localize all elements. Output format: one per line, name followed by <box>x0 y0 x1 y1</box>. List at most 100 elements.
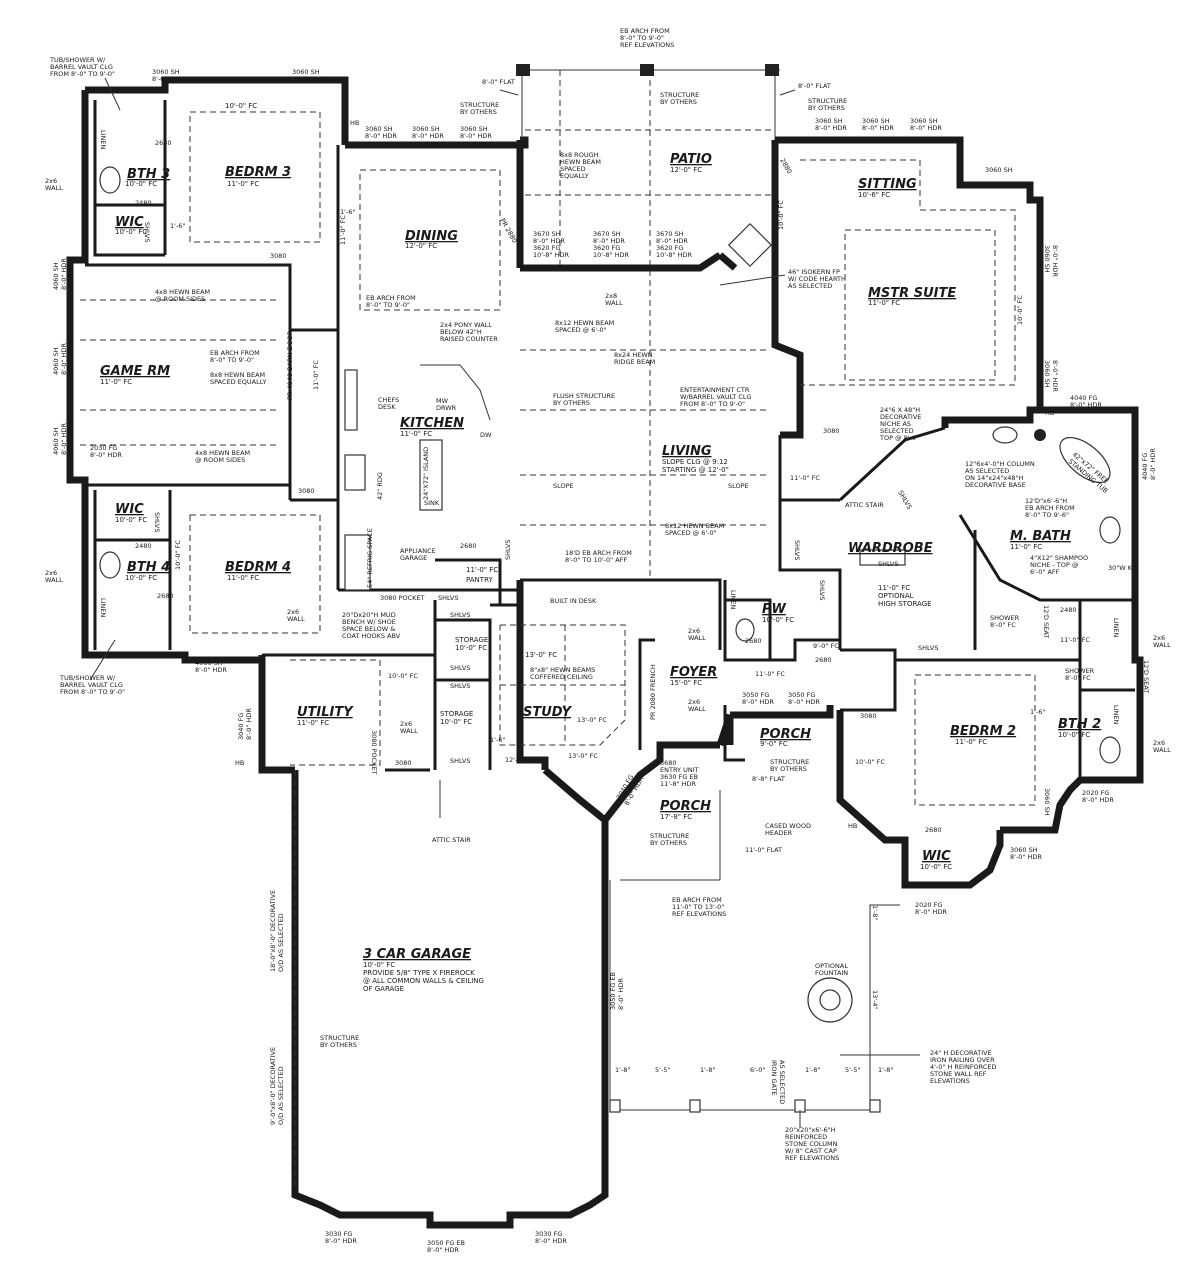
rough-beam-4: EQUALLY <box>560 172 589 180</box>
isokern-1: 46" ISOKERN FP <box>788 268 840 276</box>
room-bedrm2: BEDRM 2 <box>950 724 1016 739</box>
room-pw-size: 10'-0" FC <box>762 616 794 624</box>
ceiling-beams <box>80 70 1036 1190</box>
room-porch1-size: 9'-0" FC <box>760 740 788 748</box>
win-3670-c-1: 3670 SH <box>656 230 684 238</box>
island: 24"X72" ISLAND <box>422 447 430 500</box>
door-3080-c: 3080 <box>395 759 412 767</box>
study-beam-2: COFFERED CEILING <box>530 673 593 681</box>
win-2020-b-2: 8'-0" HDR <box>915 908 947 916</box>
win-2030-2: 8'-0" HDR <box>90 451 122 459</box>
win-4060-d-1: 4060 SH <box>195 659 223 667</box>
dim-utility: 10'-0" FC <box>388 672 418 680</box>
room-wic-a: WIC <box>115 215 144 230</box>
dim-5-5-b: 5'-5" <box>845 1066 860 1074</box>
room-foyer-size: 15'-0" FC <box>670 679 702 687</box>
flush-2: BY OTHERS <box>553 399 590 407</box>
room-pantry: PANTRY <box>466 576 493 584</box>
niche-3: NICHE AS <box>880 420 911 428</box>
room-wic-b: WIC <box>115 502 144 517</box>
garage-note-2: @ ALL COMMON WALLS & CEILING <box>363 977 484 985</box>
shlvs-d: SHLVS <box>450 611 471 619</box>
struct-garage-1: STRUCTURE <box>320 1034 359 1042</box>
refrig: 54" REFRIG SPACE <box>366 528 374 588</box>
wall-2x8-1: 2x8 <box>605 292 617 300</box>
mw-1: MW <box>436 397 449 405</box>
game-bot-1: 4x8 HEWN BEAM <box>195 449 250 457</box>
room-pantry-size: 11'-0" FC <box>466 566 498 574</box>
living-beam-2: SPACED @ 6'-0" <box>665 529 717 537</box>
struct-porch-2: BY OTHERS <box>770 765 807 773</box>
door-2680-f: 2680 <box>925 826 942 834</box>
room-bedrm2-size: 11'-0" FC <box>955 738 987 746</box>
win-4060-b-2: 8'-0" HDR <box>60 343 68 375</box>
win-3060-m-2: 8'-0" HDR <box>1010 853 1042 861</box>
ridge-2: RIDGE BEAM <box>614 358 655 366</box>
rough-beam-1: 8x8 ROUGH <box>560 151 599 159</box>
room-garage: 3 CAR GARAGE <box>363 947 471 962</box>
room-dining-size: 12'-0" FC <box>405 242 437 250</box>
iron-5: ELEVATIONS <box>930 1077 970 1085</box>
cased-2: HEADER <box>765 829 793 837</box>
hb-d: HB <box>1045 409 1054 417</box>
win-3060-g-2: 8'-0" HDR <box>862 124 894 132</box>
mud-2: BENCH W/ SHOE <box>342 618 396 626</box>
win-4060-c-1: 4060 SH <box>52 427 60 455</box>
room-study-size: 13'-0" FC <box>525 651 557 659</box>
garage-door-1a: 18'-0"x8'-0" DECORATIVE <box>269 890 277 972</box>
shower-a-2: 8'-0" FC <box>990 621 1016 629</box>
room-wic-a-size: 10'-0" FC <box>115 228 147 236</box>
shlvs-b: SHLVS <box>153 512 161 533</box>
rough-beam-3: SPACED <box>560 165 586 173</box>
mbath-arch-2: EB ARCH FROM <box>1025 504 1075 512</box>
room-wardrobe-size2: OPTIONAL <box>878 592 914 600</box>
win-3670-a-1: 3670 SH <box>533 230 561 238</box>
porch-arch-3: REF ELEVATIONS <box>672 910 726 918</box>
room-living-size: SLOPE CLG @ 9:12 <box>662 458 728 466</box>
dim-1-8-a: 1'-8" <box>615 1066 630 1074</box>
dim-1-8-d: 1'-8" <box>878 1066 893 1074</box>
pony-2: BELOW 42"H <box>440 328 482 336</box>
tub-note-bot-1: TUB/SHOWER W/ <box>59 674 116 682</box>
rdg: 42" RDG <box>376 472 384 500</box>
wall-2x6-c-1: 2x6 <box>287 608 299 616</box>
win-3060-d-2: 8'-0" HDR <box>412 132 444 140</box>
porch-arch-1: EB ARCH FROM <box>672 896 722 904</box>
win-3030-a-2: 8'-0" HDR <box>325 1237 357 1245</box>
room-dining: DINING <box>405 229 458 244</box>
room-wardrobe: WARDROBE <box>848 541 933 556</box>
struct-c-1: STRUCTURE <box>808 97 847 105</box>
win-3060-j-2: 8'-0" HDR <box>1051 245 1059 277</box>
dim-mbath-shower: 11'-0" FC <box>1060 636 1090 644</box>
door-2680-b: 2680 <box>157 592 174 600</box>
win-3060-a-1: 3060 SH <box>152 68 180 76</box>
room-mbath: M. BATH <box>1010 529 1071 544</box>
hewn-game-1: 4x8 HEWN BEAM <box>155 288 210 296</box>
win-3670-a-4: 10'-8" HDR <box>533 251 569 259</box>
door-3080-b: 3080 <box>298 487 315 495</box>
porch-flat: 8'-8" FLAT <box>752 775 785 783</box>
win-3050-b-2: 8'-0" HDR <box>788 698 820 706</box>
dim-game-right: 11'-0" FC <box>312 360 320 390</box>
room-bth2: BTH 2 <box>1058 717 1101 732</box>
wall-2x6-f-2: WALL <box>688 705 706 713</box>
living-arch-1: 18'D EB ARCH FROM <box>565 549 632 557</box>
shlvs-a: SHLVS <box>143 222 151 243</box>
win-3060-d-1: 3060 SH <box>412 125 440 133</box>
win-3670-b-4: 10'-8" HDR <box>593 251 629 259</box>
hewn12-2: SPACED @ 6'-0" <box>555 326 607 334</box>
room-porch2: PORCH <box>660 799 711 814</box>
dim-mstr-right: 10'-0" FC <box>1016 295 1024 325</box>
column-4: DECORATIVE BASE <box>965 481 1026 489</box>
ent-1: ENTERTAINMENT CTR <box>680 386 750 394</box>
shower-b-2: 8'-0" FC <box>1065 674 1091 682</box>
struct-b-1: STRUCTURE <box>660 91 699 99</box>
struct-garage-2: BY OTHERS <box>320 1041 357 1049</box>
win-3030-a-1: 3030 FG <box>325 1230 352 1238</box>
dining-arch-2: 8'-0" TO 9'-0" <box>366 301 410 309</box>
dim-1-8-b: 1'-8" <box>700 1066 715 1074</box>
game-arch-2: 8'-0" TO 9'-0" <box>210 356 254 364</box>
room-bedrm4: BEDRM 4 <box>225 560 291 575</box>
dim-1-6-d: 1'-6" <box>1030 708 1045 716</box>
win-3670-c-4: 10'-8" HDR <box>656 251 692 259</box>
